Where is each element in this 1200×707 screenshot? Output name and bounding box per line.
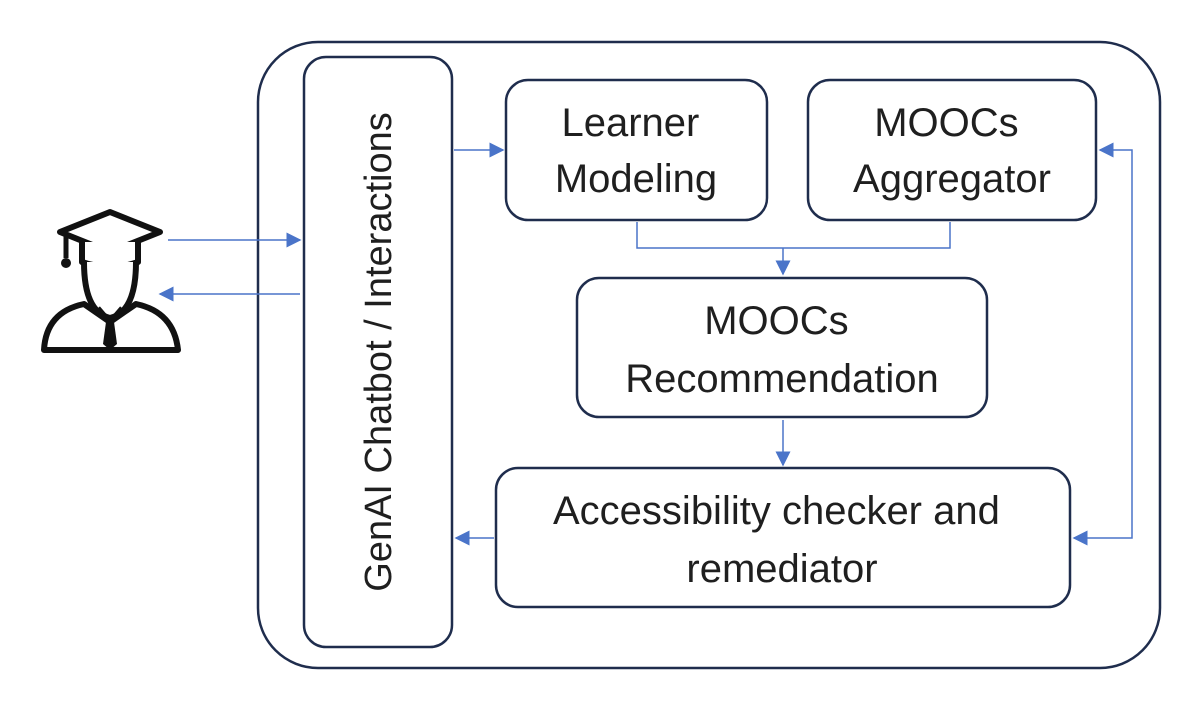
learner-modeling-box <box>504 78 769 222</box>
learner-modeling-label: Learner Modeling <box>555 101 717 201</box>
connector-learner-modeling-to-merge <box>636 222 783 249</box>
connector-aggregator-accessibility <box>1072 142 1133 546</box>
moocs-aggregator-line-2: Aggregator <box>853 157 1051 201</box>
system-container <box>256 40 1162 670</box>
moocs-recommendation-label: MOOCs Recommendation <box>625 299 939 401</box>
moocs-aggregator-label: MOOCs Aggregator <box>853 101 1051 201</box>
accessibility-box <box>494 466 1072 609</box>
accessibility-line-2: remediator <box>686 547 877 591</box>
accessibility-line-1: Accessibility checker and <box>553 489 1000 533</box>
moocs-recommendation-box <box>575 276 989 419</box>
chatbot-label: GenAI Chatbot / Interactions <box>358 112 400 592</box>
moocs-recommendation-line-2: Recommendation <box>625 357 939 401</box>
learner-modeling-line-2: Modeling <box>555 157 717 201</box>
moocs-recommendation-line-1: MOOCs <box>704 299 848 343</box>
chatbot-box <box>302 55 454 649</box>
connector-aggregator-to-merge <box>783 222 951 249</box>
accessibility-label: Accessibility checker and remediator <box>553 489 1011 591</box>
graduate-user-icon <box>41 209 181 353</box>
moocs-aggregator-line-1: MOOCs <box>874 101 1018 145</box>
learner-modeling-line-1: Learner <box>562 101 700 145</box>
